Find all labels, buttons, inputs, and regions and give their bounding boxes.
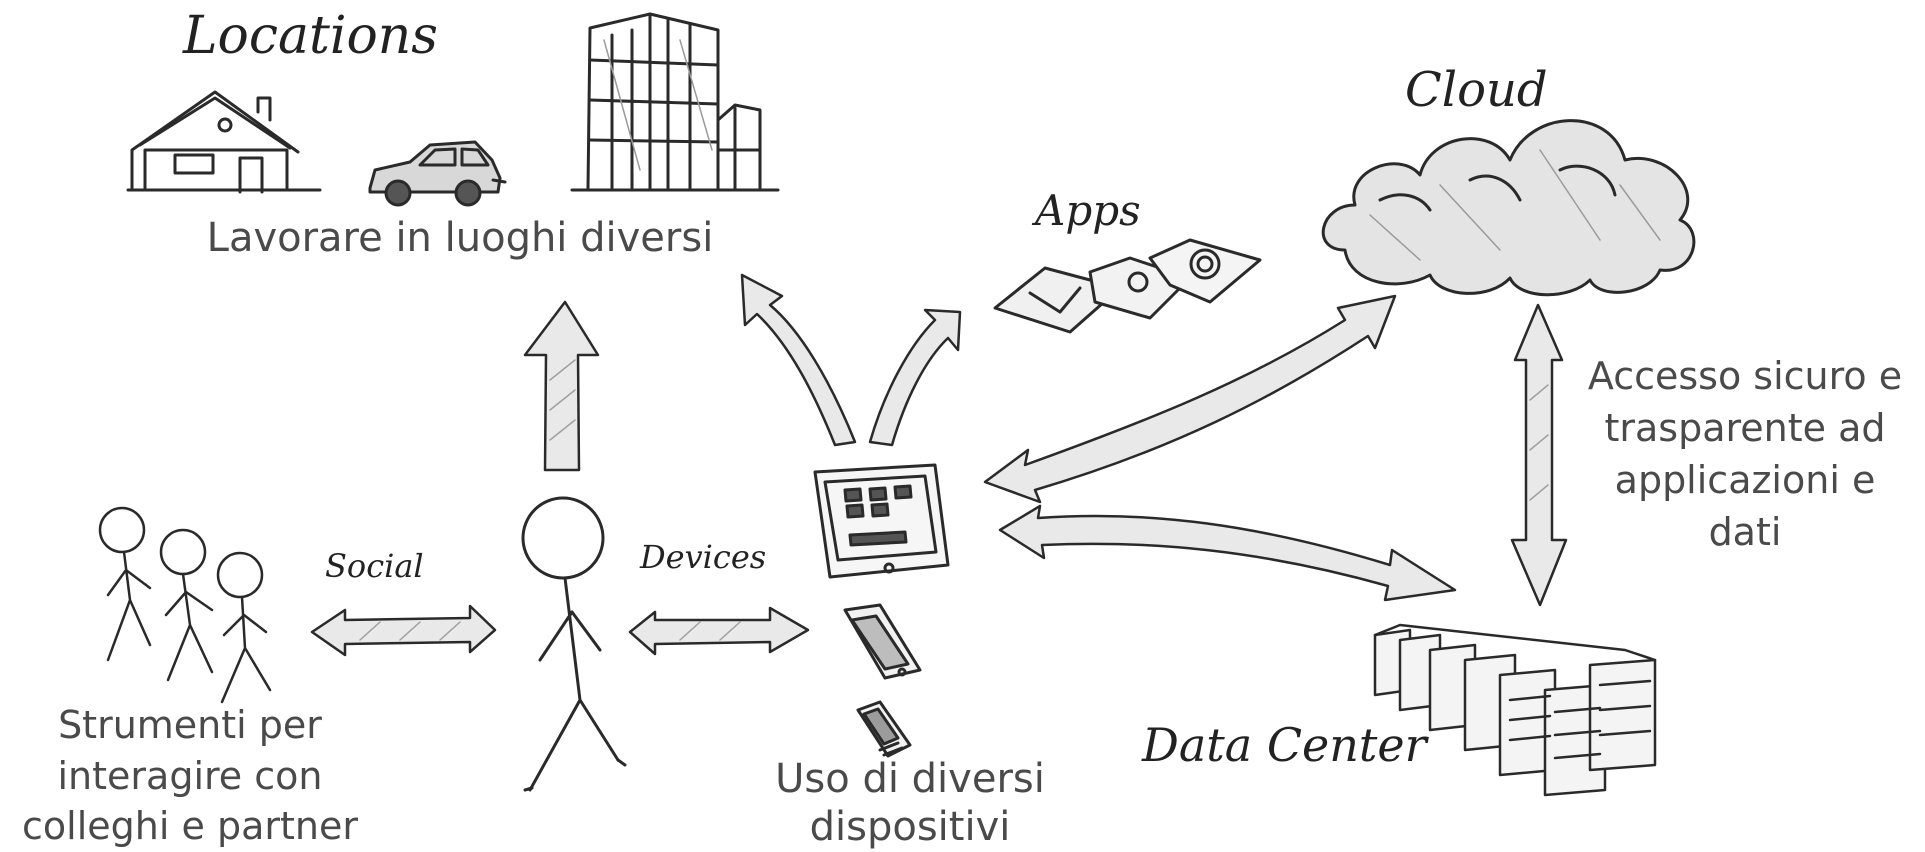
- person-icon: [521, 496, 627, 792]
- house-icon: [126, 90, 322, 194]
- split-arrow-left: [740, 273, 857, 447]
- devices-caption: Uso di diversi dispositivi: [730, 755, 1090, 851]
- social-caption-line-1: Strumenti per: [58, 703, 322, 747]
- tablet-icon: [813, 463, 950, 579]
- locations-caption: Lavorare in luoghi diversi: [180, 214, 740, 262]
- split-arrow-right: [868, 308, 962, 447]
- car-icon: [368, 140, 507, 207]
- arrows: [310, 273, 1568, 657]
- apps-label: Apps: [1035, 186, 1141, 235]
- tablet-datacenter-arrow: [998, 504, 1457, 602]
- access-caption-line-3: applicazioni e: [1614, 458, 1876, 503]
- social-caption-line-2: interagire con: [57, 753, 323, 798]
- locations-label: Locations: [183, 6, 438, 66]
- pda-icon: [856, 700, 912, 758]
- social-arrow: [310, 604, 497, 657]
- up-arrow: [523, 300, 600, 472]
- people-icon: [98, 506, 272, 704]
- social-caption-line-3: colleghi e partner: [22, 804, 358, 849]
- data-center-label: Data Center: [1142, 718, 1427, 772]
- devices-label: Devices: [640, 538, 767, 576]
- tablet-cloud-arrow: [983, 294, 1397, 504]
- devices-caption-line-2: dispositivi: [809, 804, 1011, 850]
- smartphone-icon: [843, 603, 922, 680]
- social-caption: Strumenti per interagire con colleghi e …: [0, 700, 380, 852]
- access-caption: Accesso sicuro e trasparente ad applicaz…: [1570, 350, 1920, 558]
- devices-arrow: [628, 606, 810, 656]
- office-building-icon: [570, 12, 780, 192]
- locations-caption-line: Lavorare in luoghi diversi: [206, 215, 714, 261]
- social-label: Social: [325, 547, 424, 585]
- cloud-icon: [1321, 119, 1696, 297]
- access-caption-line-2: trasparente ad: [1604, 406, 1886, 451]
- apps-icon: [993, 238, 1262, 334]
- cloud-datacenter-arrow: [1510, 303, 1568, 607]
- server-rack-icon: [1373, 623, 1657, 797]
- access-caption-line-1: Accesso sicuro e: [1587, 354, 1903, 398]
- cloud-label: Cloud: [1405, 62, 1548, 118]
- devices-caption-line-1: Uso di diversi: [775, 756, 1045, 802]
- access-caption-line-4: dati: [1708, 510, 1782, 555]
